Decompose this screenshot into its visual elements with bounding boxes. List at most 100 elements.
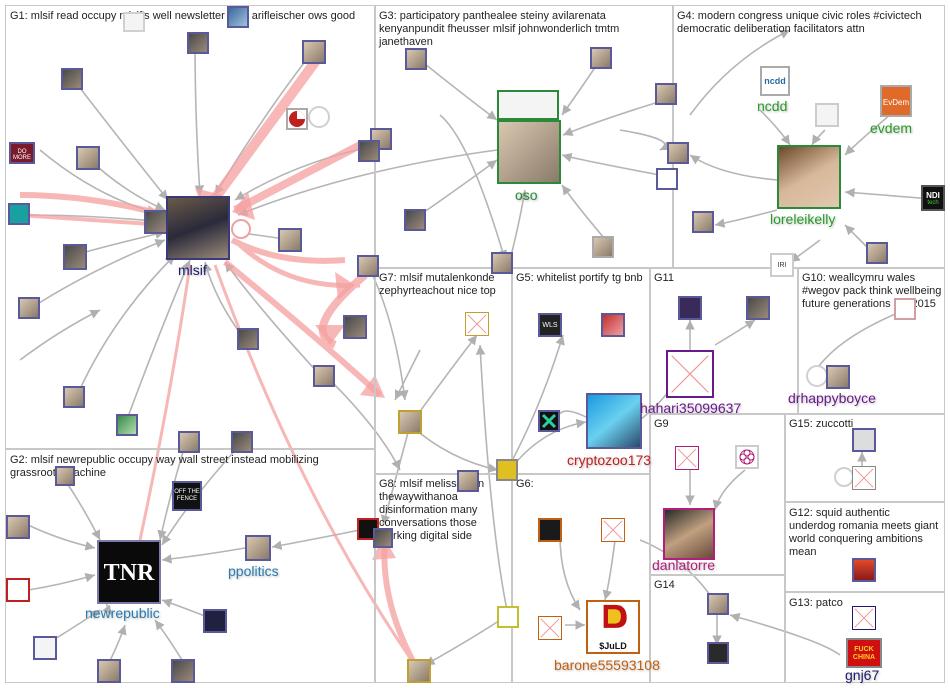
node-label-loreleikelly: loreleikelly xyxy=(770,211,836,227)
group-label-g7: G7: mlsif mutalenkonde zephyrteachout ni… xyxy=(379,272,496,297)
node-offthefence[interactable]: OFF THE FENCE xyxy=(172,481,202,511)
node-missing-image[interactable] xyxy=(675,446,699,470)
empty-node[interactable] xyxy=(308,106,330,128)
node-avatar[interactable] xyxy=(601,313,625,337)
node-avatar[interactable] xyxy=(590,47,612,69)
edge xyxy=(714,209,778,228)
node-avatar[interactable] xyxy=(6,578,30,602)
node-avatar[interactable] xyxy=(278,228,302,252)
node-avatar[interactable] xyxy=(496,459,518,481)
node-avatar[interactable] xyxy=(286,108,308,130)
node-cryptozoo173-avatar[interactable] xyxy=(586,393,642,449)
node-missing-image[interactable] xyxy=(852,466,876,490)
node-missing-image[interactable] xyxy=(465,312,489,336)
node-avatar[interactable] xyxy=(18,297,40,319)
node-tnr-logo[interactable]: TNR xyxy=(97,540,161,604)
empty-node[interactable] xyxy=(806,365,828,387)
node-avatar[interactable] xyxy=(866,242,888,264)
node-missing-image[interactable] xyxy=(601,518,625,542)
node-avatar[interactable] xyxy=(343,315,367,339)
node-avatar[interactable] xyxy=(231,431,253,453)
node-missing-image[interactable] xyxy=(852,606,876,630)
node-avatar[interactable] xyxy=(373,528,393,548)
node-avatar[interactable] xyxy=(398,410,422,434)
node-avatar[interactable] xyxy=(203,609,227,633)
node-avatar[interactable] xyxy=(457,470,479,492)
node-avatar[interactable] xyxy=(667,142,689,164)
node-avatar[interactable] xyxy=(497,606,519,628)
node-label-hahari: hahari35099637 xyxy=(640,400,742,416)
node-avatar[interactable] xyxy=(61,68,83,90)
node-ncdd-logo[interactable]: ncdd xyxy=(760,66,790,96)
node-avatar[interactable] xyxy=(815,103,839,127)
node-fuck-china[interactable]: FUCK CHINA xyxy=(846,638,882,668)
node-missing-image[interactable] xyxy=(538,616,562,640)
node-avatar[interactable] xyxy=(237,328,259,350)
node-avatar[interactable] xyxy=(357,255,379,277)
node-avatar[interactable] xyxy=(678,296,702,320)
node-avatar[interactable] xyxy=(245,535,271,561)
node-avatar[interactable] xyxy=(63,244,87,270)
node-avatar[interactable] xyxy=(97,659,121,683)
node-do-more[interactable]: DO MORE xyxy=(9,142,35,164)
node-avatar[interactable] xyxy=(497,90,559,120)
node-oso-avatar[interactable] xyxy=(497,120,561,184)
node-avatar[interactable] xyxy=(227,6,249,28)
empty-node[interactable] xyxy=(231,219,251,239)
edge xyxy=(811,129,826,146)
node-avatar[interactable] xyxy=(826,365,850,389)
edge xyxy=(394,349,421,401)
group-box-g4 xyxy=(673,5,945,268)
node-ndi-logo[interactable]: NDI tech xyxy=(921,185,945,211)
node-avatar[interactable] xyxy=(404,209,426,231)
node-avatar[interactable] xyxy=(592,236,614,258)
node-iri-logo[interactable]: IRI xyxy=(770,253,794,277)
node-avatar[interactable] xyxy=(313,365,335,387)
ndi-logo-text: NDI xyxy=(926,191,940,200)
node-avatar[interactable] xyxy=(405,48,427,70)
node-label-newrepublic: newrepublic xyxy=(85,605,160,621)
node-avatar[interactable] xyxy=(894,298,916,320)
do-more-text: DO MORE xyxy=(13,149,31,161)
node-evdem-logo[interactable]: EvDem xyxy=(880,85,912,117)
node-wls-logo[interactable]: WLS xyxy=(538,313,562,337)
edge-strong xyxy=(233,141,362,214)
node-avatar[interactable] xyxy=(358,140,380,162)
node-avatar[interactable] xyxy=(707,593,729,615)
node-avatar[interactable] xyxy=(656,168,678,190)
node-avatar[interactable] xyxy=(746,296,770,320)
edge xyxy=(271,529,361,550)
node-avatar[interactable] xyxy=(538,518,562,542)
node-mlsif-avatar[interactable] xyxy=(166,196,230,260)
node-avatar[interactable] xyxy=(187,32,209,54)
node-avatar[interactable] xyxy=(144,210,168,234)
node-avatar[interactable] xyxy=(491,252,513,274)
node-avatar[interactable] xyxy=(407,659,431,683)
node-avatar[interactable] xyxy=(33,636,57,660)
node-avatar[interactable] xyxy=(655,83,677,105)
node-missing-image[interactable] xyxy=(666,350,714,398)
node-avatar[interactable] xyxy=(735,445,759,469)
node-avatar[interactable] xyxy=(302,40,326,64)
group-label-g3: G3: participatory panthealee steiny avil… xyxy=(379,10,620,48)
node-avatar[interactable] xyxy=(692,211,714,233)
node-avatar[interactable] xyxy=(6,515,30,539)
node-avatar[interactable] xyxy=(852,558,876,582)
node-barone-avatar[interactable]: $JuLD xyxy=(586,600,640,654)
node-avatar[interactable] xyxy=(123,12,145,32)
node-avatar[interactable] xyxy=(63,386,85,408)
edge xyxy=(157,444,186,541)
node-avatar[interactable] xyxy=(116,414,138,436)
edge xyxy=(561,152,661,176)
node-loreleikelly-avatar[interactable] xyxy=(777,145,841,209)
node-avatar[interactable] xyxy=(55,466,75,486)
empty-node[interactable] xyxy=(834,467,854,487)
node-avatar[interactable] xyxy=(538,410,560,432)
node-avatar[interactable] xyxy=(178,431,200,453)
node-avatar[interactable] xyxy=(852,428,876,452)
node-avatar[interactable] xyxy=(8,203,30,225)
node-avatar[interactable] xyxy=(76,146,100,170)
node-avatar[interactable] xyxy=(171,659,195,683)
node-danlatorre-avatar[interactable] xyxy=(663,508,715,560)
node-avatar[interactable] xyxy=(707,642,729,664)
